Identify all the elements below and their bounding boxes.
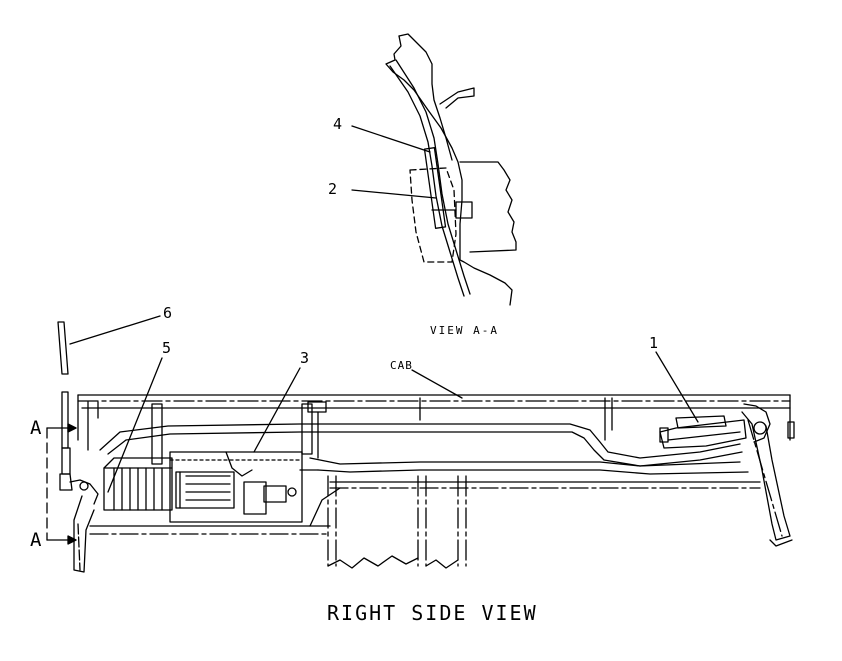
left-strut bbox=[60, 392, 98, 572]
leader-5 bbox=[108, 358, 162, 492]
cab-label: CAB bbox=[390, 359, 413, 372]
detail-right-plate bbox=[460, 162, 516, 252]
callout-5: 5 bbox=[162, 339, 172, 357]
item-1-assembly bbox=[660, 404, 794, 448]
pillar-break-1 bbox=[328, 556, 418, 568]
duct-upper-inner bbox=[108, 432, 742, 466]
detail-view-a-a bbox=[352, 34, 516, 305]
detail-plate-dashed bbox=[410, 168, 456, 262]
mid-bracket-cap bbox=[308, 402, 326, 412]
callout-4: 4 bbox=[333, 115, 343, 133]
right-side-view bbox=[47, 316, 794, 572]
section-line-a-a bbox=[47, 424, 76, 544]
pillar-break-2 bbox=[426, 560, 458, 568]
section-marker-top: A bbox=[30, 417, 42, 439]
left-bracket bbox=[152, 404, 162, 464]
callout-1: 1 bbox=[649, 334, 659, 352]
callout-2: 2 bbox=[328, 180, 338, 198]
support-pillars bbox=[328, 476, 466, 566]
item-3-housing bbox=[170, 452, 318, 522]
item-6-rod bbox=[58, 322, 68, 374]
detail-bracket-right-outline bbox=[386, 36, 512, 305]
detail-bracket-inner bbox=[399, 34, 452, 160]
leader-2 bbox=[352, 190, 436, 198]
detail-view-title: VIEW A-A bbox=[430, 324, 499, 337]
detail-bolt-head bbox=[456, 202, 472, 218]
rail-bottom-bend bbox=[310, 488, 340, 526]
callout-3: 3 bbox=[300, 349, 310, 367]
leader-cab bbox=[412, 370, 462, 398]
callout-6: 6 bbox=[163, 304, 173, 322]
item-5-finned-unit bbox=[104, 458, 172, 510]
detail-top-tab bbox=[440, 88, 474, 108]
section-marker-bottom: A bbox=[30, 529, 42, 551]
leader-3 bbox=[254, 368, 300, 452]
duct-lower bbox=[310, 458, 740, 466]
duct-lower-inner bbox=[318, 470, 748, 474]
duct-upper bbox=[100, 424, 740, 458]
detail-rail-inner bbox=[396, 60, 470, 294]
detail-clip bbox=[424, 148, 445, 229]
leader-4 bbox=[352, 126, 430, 152]
mid-bracket bbox=[302, 404, 312, 454]
leader-6 bbox=[70, 316, 160, 344]
detail-rail-outer bbox=[390, 66, 464, 296]
right-strut bbox=[742, 412, 792, 546]
leader-1 bbox=[656, 352, 698, 422]
drawing-title: RIGHT SIDE VIEW bbox=[327, 601, 538, 625]
